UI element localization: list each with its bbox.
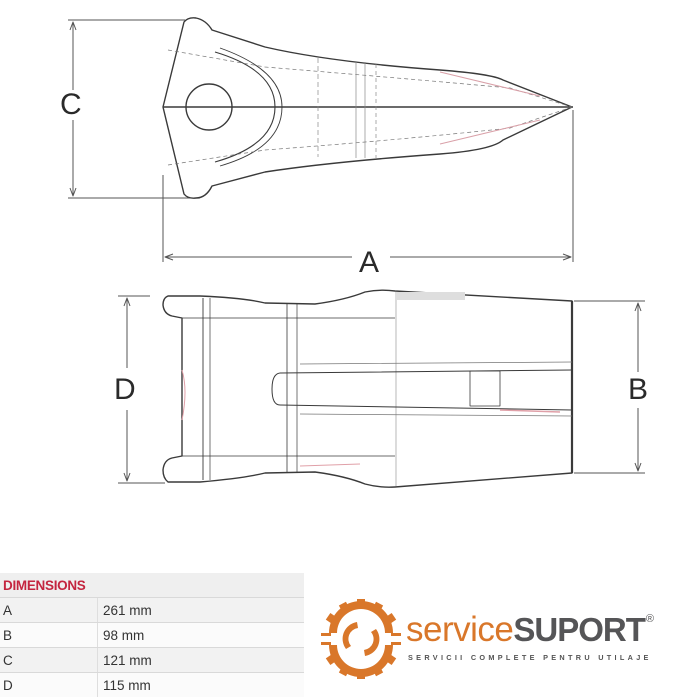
dimension-value: 98 mm (103, 627, 145, 643)
logo-tagline: SERVICII COMPLETE PENTRU UTILAJE (408, 653, 652, 662)
dimension-a-lines (162, 110, 574, 262)
logo-word-suport: SUPORT (513, 611, 646, 648)
dimension-d-lines (118, 295, 165, 484)
tooth-drawing-svg (68, 17, 645, 488)
table-row: C 121 mm (0, 647, 304, 672)
dimensions-header: DIMENSIONS (0, 573, 304, 597)
dimension-label-d: D (114, 373, 136, 406)
dimension-label-a: A (359, 246, 380, 279)
dimension-key: D (0, 673, 98, 697)
table-row: D 115 mm (0, 672, 304, 697)
technical-drawing: C A D B (60, 17, 649, 488)
registered-mark: ® (645, 613, 654, 625)
side-view-outline (162, 289, 573, 488)
dimensions-rows: A 261 mm B 98 mm C 121 mm D 115 mm (0, 597, 304, 697)
dimension-value: 115 mm (103, 677, 151, 693)
dimension-value: 261 mm (103, 602, 152, 618)
dimension-label-b: B (628, 373, 649, 406)
dimension-key: C (0, 648, 98, 672)
dimension-key: B (0, 623, 98, 647)
top-view-outline (162, 17, 573, 199)
dimension-value: 121 mm (103, 652, 152, 668)
logo-word-service: service (406, 610, 514, 649)
logo-wordmark: serviceSUPORT® (406, 612, 654, 647)
dimension-b-lines (574, 300, 645, 474)
dimension-label-c: C (60, 88, 82, 121)
dimension-key: A (0, 598, 98, 622)
table-row: A 261 mm (0, 597, 304, 622)
table-row: B 98 mm (0, 622, 304, 647)
dimensions-table: DIMENSIONS A 261 mm B 98 mm C 121 mm D 1… (0, 573, 304, 697)
dimension-c-lines (68, 19, 200, 199)
servicesuport-logo: serviceSUPORT® SERVICII COMPLETE PENTRU … (320, 598, 700, 688)
gear-icon (321, 599, 401, 679)
